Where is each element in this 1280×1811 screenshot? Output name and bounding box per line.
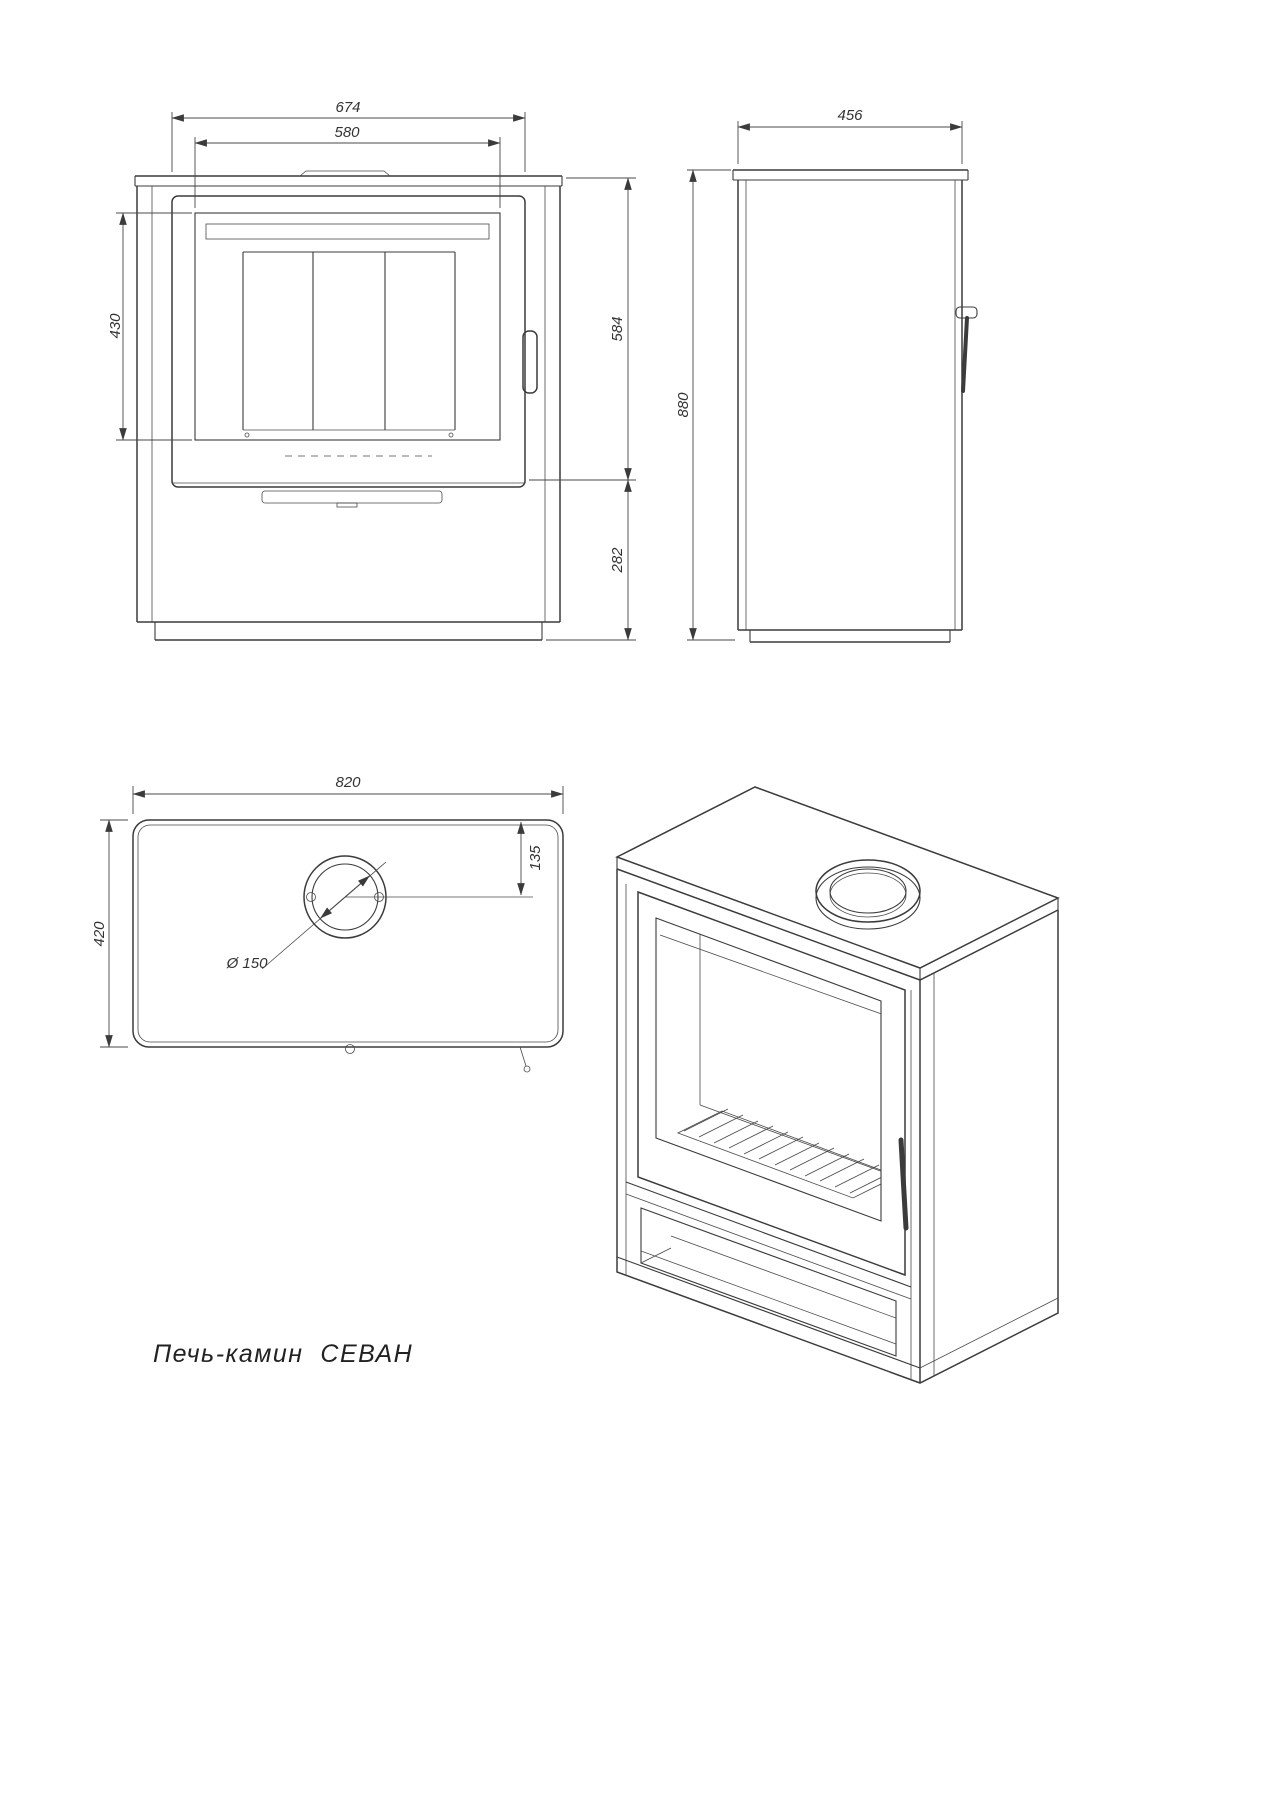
- iso-flue-collar: [815, 859, 921, 930]
- front-dimensions: 674 580 430 584 282: [107, 99, 636, 641]
- dim-flue-offset: 135: [527, 845, 544, 871]
- iso-shelf-interior: [641, 1235, 896, 1345]
- front-door-handle: [522, 330, 538, 394]
- front-body: [136, 186, 561, 641]
- top-edge-details: [345, 1044, 531, 1073]
- front-door-glass: [194, 212, 501, 441]
- front-top-plate: [134, 170, 563, 187]
- dim-front-width-glass: 580: [334, 124, 360, 141]
- iso-ash-band: [625, 1181, 912, 1300]
- front-ash-drawer: [261, 490, 443, 508]
- flue-diameter-leader: Ø 150: [226, 861, 387, 972]
- dim-front-glass-height: 430: [107, 313, 124, 339]
- iso-grate-bars: [683, 1108, 881, 1194]
- dim-side-depth: 456: [837, 107, 863, 124]
- iso-grate: [676, 1110, 881, 1199]
- dim-top-depth: 420: [91, 921, 108, 947]
- top-dimensions: 820 420 135: [91, 774, 564, 1048]
- top-plate-outline: [132, 819, 564, 1048]
- side-door-handle: [955, 306, 978, 393]
- isometric-view: [615, 786, 1060, 1384]
- dim-front-width-outer: 674: [335, 99, 360, 116]
- iso-door-handle: [898, 1137, 909, 1231]
- front-door-frame: [171, 195, 526, 488]
- iso-shelf-opening: [640, 1207, 897, 1357]
- iso-body: [616, 869, 1059, 1384]
- dim-top-width: 820: [335, 774, 361, 791]
- iso-door-glass: [655, 917, 882, 1222]
- iso-top-plate-edge: [616, 857, 1059, 981]
- dim-front-lower-height: 282: [609, 547, 626, 574]
- iso-door-frame: [637, 890, 906, 1277]
- top-view: Ø 150 820 420 135: [91, 774, 564, 1073]
- dim-side-height: 880: [675, 392, 692, 418]
- front-view: 674 580 430 584 282: [107, 99, 636, 641]
- side-view: 456 880: [675, 107, 978, 643]
- drawing-title: Печь-камин СЕВАН: [153, 1340, 413, 1368]
- front-air-deflector: [205, 223, 490, 240]
- iso-firebox-interior: [659, 918, 881, 1199]
- side-dimensions: 456 880: [675, 107, 963, 641]
- dim-flue-diameter: Ø 150: [226, 955, 269, 972]
- top-plate-inner: [137, 824, 559, 1043]
- side-body: [737, 180, 963, 643]
- side-top-plate: [732, 169, 969, 181]
- front-firebricks: [242, 251, 456, 438]
- dim-front-upper-height: 584: [609, 316, 626, 341]
